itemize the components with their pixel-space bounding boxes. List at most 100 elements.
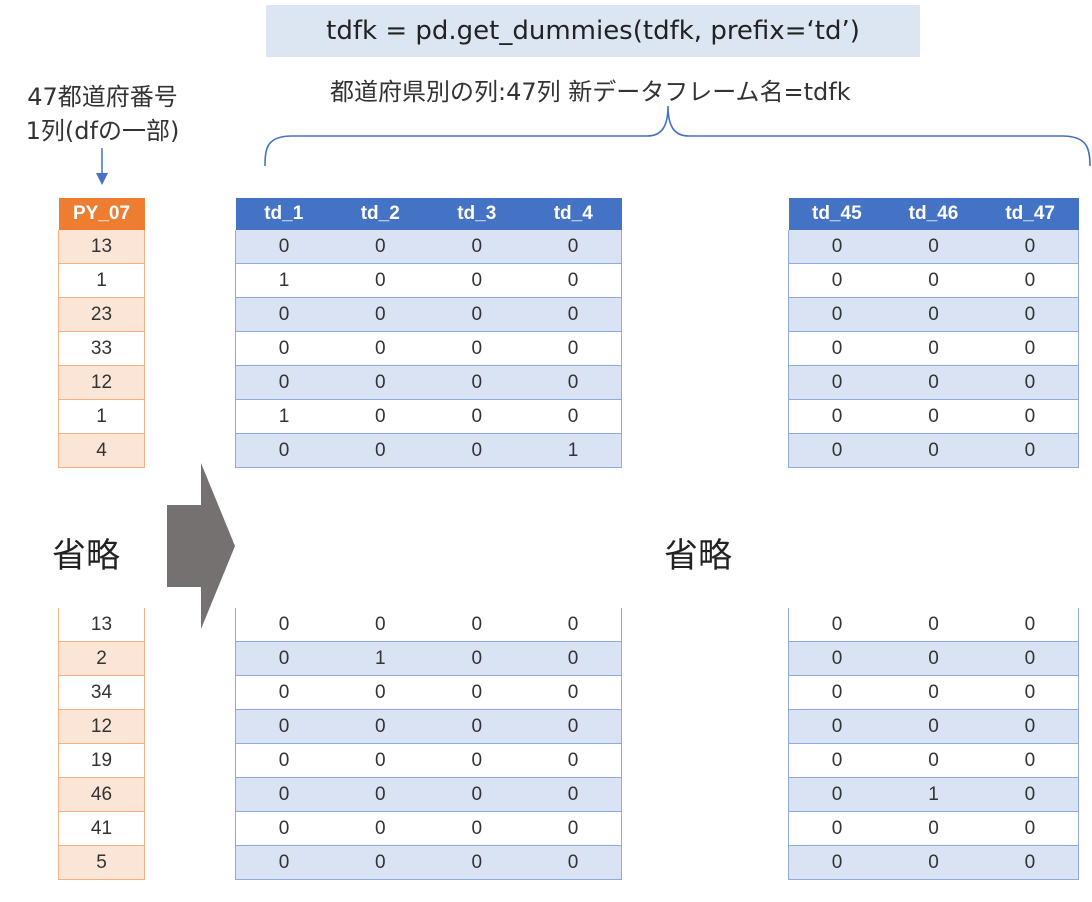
dummy-cell: 0 <box>885 399 982 434</box>
table-row: 19 <box>58 743 145 778</box>
dummy-cell: 0 <box>428 297 525 332</box>
table-row: 41 <box>58 811 145 846</box>
dummy-cell: 0 <box>525 709 622 744</box>
dummy-cell: 0 <box>235 365 332 400</box>
code-text: tdfk = pd.get_dummies(tdfk, prefix=‘td’) <box>326 16 860 46</box>
dummy-cell: 0 <box>885 365 982 400</box>
dummy-cell: 1 <box>235 263 332 298</box>
source-cell: 12 <box>58 365 145 400</box>
dummy-cell: 0 <box>981 297 1079 332</box>
dummy-cell: 0 <box>332 365 429 400</box>
dummy-cell: 0 <box>332 675 429 710</box>
dummy-cell: 0 <box>981 709 1079 744</box>
dummy-cell: 0 <box>788 845 886 880</box>
dummy-cell: 0 <box>332 399 429 434</box>
dummy-cell: 0 <box>885 608 982 642</box>
table-row: 12 <box>58 709 145 744</box>
dummy-cell: 0 <box>981 777 1079 812</box>
dummy-cell: 0 <box>885 743 982 778</box>
dummy-cell: 0 <box>885 641 982 676</box>
dummy-cell: 0 <box>885 263 982 298</box>
dummy-cell: 0 <box>235 433 332 468</box>
dummy-cell: 0 <box>788 709 886 744</box>
dummy-cell: 0 <box>788 297 886 332</box>
dummy-cell: 0 <box>788 743 886 778</box>
dummy-cell: 0 <box>332 811 429 846</box>
dummy-cell: 0 <box>428 263 525 298</box>
source-cell: 13 <box>58 608 145 642</box>
dummy-cell: 0 <box>428 608 525 642</box>
dummy-cell: 0 <box>981 845 1079 880</box>
dummy-cell: 0 <box>788 399 886 434</box>
dummy-cell: 0 <box>332 608 429 642</box>
column-header-td-2: td_2 <box>332 198 429 230</box>
dummy-cell: 0 <box>428 365 525 400</box>
dummy-cell: 0 <box>235 811 332 846</box>
dummy-cell: 0 <box>428 845 525 880</box>
dummy-cell: 0 <box>428 230 525 264</box>
dummy-cell: 0 <box>235 777 332 812</box>
source-cell: 1 <box>58 263 145 298</box>
dummy-cell: 1 <box>885 777 982 812</box>
dummy-cell: 0 <box>332 709 429 744</box>
table-row: 1 <box>58 263 145 298</box>
dummy-cell: 0 <box>981 230 1079 264</box>
dummy-cell: 0 <box>788 230 886 264</box>
column-header-td-1: td_1 <box>235 198 332 230</box>
dummy-cell: 0 <box>332 263 429 298</box>
dummy-cell: 0 <box>235 230 332 264</box>
dummy-cell: 0 <box>885 811 982 846</box>
table-row: 5 <box>58 845 145 880</box>
table-row: 13 <box>58 608 145 642</box>
dummy-cell: 0 <box>788 331 886 366</box>
dummy-cell: 0 <box>235 641 332 676</box>
column-header-td-46: td_46 <box>885 198 982 230</box>
dummy-cell: 0 <box>525 365 622 400</box>
dummy-cell: 0 <box>788 263 886 298</box>
transform-arrow-icon <box>167 463 235 629</box>
dummy-cell: 0 <box>428 811 525 846</box>
dummy-cell: 0 <box>428 777 525 812</box>
dummy-cell: 0 <box>788 433 886 468</box>
dummy-cell: 0 <box>788 365 886 400</box>
brace-annotation: 都道府県別の列:47列 新データフレーム名=tdfk <box>330 78 851 106</box>
dummy-cell: 0 <box>235 608 332 642</box>
dummy-cell: 0 <box>885 331 982 366</box>
table-row: 23 <box>58 297 145 332</box>
dummy-cell: 0 <box>525 263 622 298</box>
dummy-cell: 0 <box>235 331 332 366</box>
dummy-cell: 0 <box>885 433 982 468</box>
omitted-label-left: 省略 <box>52 536 120 576</box>
dummy-cell: 0 <box>525 743 622 778</box>
column-header-td-47: td_47 <box>981 198 1079 230</box>
dummy-cell: 0 <box>332 230 429 264</box>
dummy-cell: 0 <box>885 230 982 264</box>
dummy-cell: 0 <box>885 297 982 332</box>
table-row: 12 <box>58 365 145 400</box>
dummy-cell: 0 <box>981 743 1079 778</box>
dummy-cell: 0 <box>788 811 886 846</box>
dummy-cell: 0 <box>235 743 332 778</box>
dummy-cell: 0 <box>981 608 1079 642</box>
dummy-cell: 0 <box>981 641 1079 676</box>
dummy-cell: 0 <box>525 777 622 812</box>
